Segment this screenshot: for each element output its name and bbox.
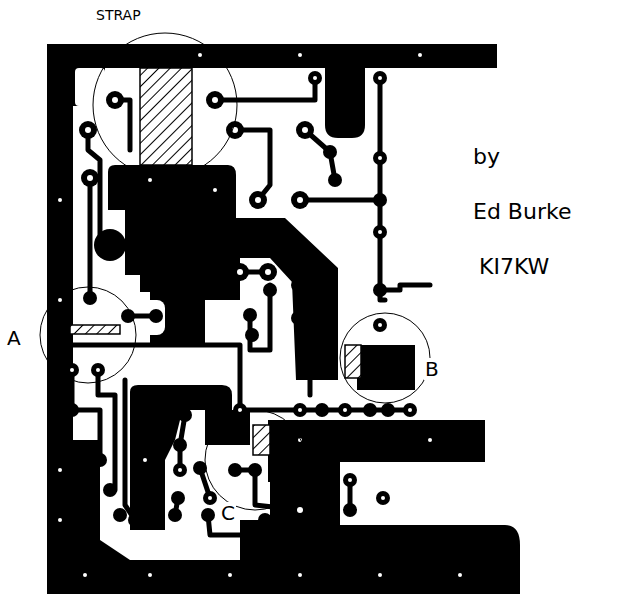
copper-trace — [65, 78, 430, 535]
callout-letter: C — [220, 502, 236, 524]
pad-hole — [70, 76, 412, 513]
author-credit: Ed Burke — [472, 200, 572, 224]
author-credit: KI7KW — [478, 255, 550, 279]
strap-hatch — [70, 68, 361, 455]
copper-fill — [47, 44, 520, 594]
strap-label: STRAP — [95, 8, 142, 23]
callout-circle — [40, 33, 430, 510]
solder-pad — [65, 71, 417, 527]
copper-gap — [58, 53, 462, 577]
callout-letter: B — [424, 358, 440, 380]
author-credit: by — [472, 145, 501, 169]
callout-letter: A — [6, 327, 22, 349]
